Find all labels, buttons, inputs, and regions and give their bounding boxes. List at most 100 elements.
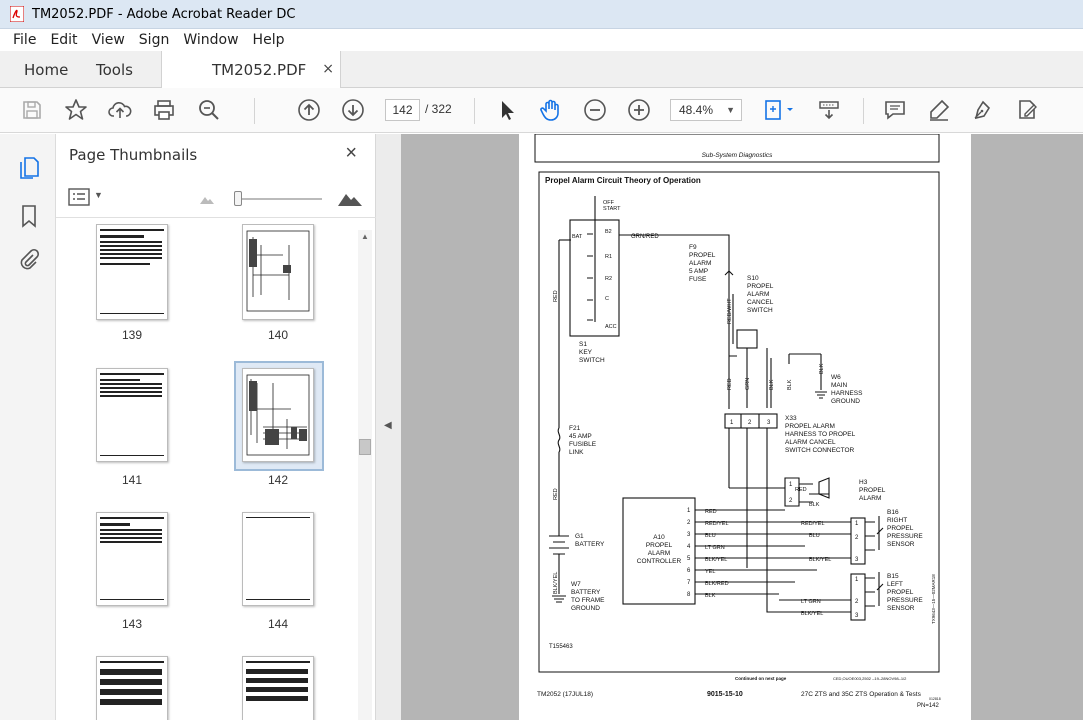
print-icon[interactable] (152, 98, 176, 122)
footer-tiny: 012818 (929, 697, 941, 701)
menu-sign[interactable]: Sign (138, 32, 170, 48)
h3-line: ALARM (859, 495, 881, 502)
a10-line: ALARM (648, 550, 670, 557)
scroll-mode-icon[interactable] (817, 98, 841, 122)
menu-help[interactable]: Help (252, 32, 285, 48)
f21-line: 45 AMP (569, 433, 592, 440)
edit-pdf-icon[interactable] (1015, 98, 1039, 122)
w7-id: W7 (571, 581, 581, 588)
controller-wire-label: RED (705, 509, 717, 515)
zoom-value: 48.4% (679, 103, 714, 117)
b15-pin: 1 (855, 577, 859, 583)
thumbnail-page[interactable] (242, 224, 314, 320)
tab-tools[interactable]: Tools (96, 60, 133, 79)
menu-edit[interactable]: Edit (50, 32, 78, 48)
thumbnail-page[interactable] (242, 656, 314, 720)
s10-line: CANCEL (747, 299, 774, 306)
thumbnail-label: 139 (121, 328, 143, 342)
close-panel-icon[interactable]: × (345, 142, 357, 164)
menu-view[interactable]: View (91, 32, 125, 48)
search-zoom-icon[interactable] (197, 98, 221, 122)
h3-pin: 1 (789, 482, 793, 488)
thumbnail-list: 139 140 141 142 143 144 (56, 224, 360, 720)
sensor-wire-label: BLK/YEL (809, 557, 831, 563)
a10-pin: 3 (687, 532, 691, 538)
page-thumbnails-icon[interactable] (18, 156, 40, 180)
zoom-select[interactable]: 48.4% ▼ (670, 99, 742, 121)
next-page-icon[interactable] (341, 98, 365, 122)
thumbnail-page[interactable] (242, 512, 314, 606)
comment-icon[interactable] (883, 98, 907, 122)
footer-left: TM2052 (17JUL18) (537, 691, 593, 698)
title-bar: TM2052.PDF - Adobe Acrobat Reader DC (0, 0, 1083, 29)
panel-collapse-bar[interactable]: ◀ (376, 134, 401, 720)
thumbnail-page-selected[interactable] (242, 368, 314, 462)
x33-pin: 1 (730, 420, 734, 426)
b16-line: SENSOR (887, 541, 915, 548)
previous-page-icon[interactable] (297, 98, 321, 122)
large-thumbnails-icon[interactable] (338, 190, 362, 206)
thumbnail-label: 142 (267, 473, 289, 487)
page-fit-icon[interactable] (762, 98, 798, 122)
attachments-icon[interactable] (18, 248, 40, 272)
f9-line: PROPEL (689, 252, 716, 259)
zoom-out-icon[interactable] (583, 98, 607, 122)
key-bat-label: BAT (572, 234, 583, 240)
sign-pen-icon[interactable] (971, 98, 995, 122)
thumbnail-size-slider[interactable] (234, 198, 322, 200)
thumbnail-label: 144 (267, 617, 289, 631)
scroll-up-icon[interactable]: ▲ (361, 232, 369, 241)
tab-home[interactable]: Home (24, 60, 69, 79)
x33-line: SWITCH CONNECTOR (785, 447, 855, 454)
thumbnail-page[interactable] (96, 224, 168, 320)
a10-pin: 6 (687, 568, 691, 574)
menu-file[interactable]: File (13, 32, 37, 48)
select-cursor-icon[interactable] (495, 98, 519, 122)
w7-line: GROUND (571, 605, 600, 612)
b15-id: B15 (887, 573, 899, 580)
w6-id: W6 (831, 374, 841, 381)
toolbar-separator (863, 98, 864, 124)
window-title: TM2052.PDF - Adobe Acrobat Reader DC (32, 6, 296, 22)
wire-label-red: RED (727, 378, 733, 390)
thumbnail-page[interactable] (96, 656, 168, 720)
g1-line: BATTERY (575, 541, 605, 548)
hand-tool-icon[interactable] (539, 98, 563, 122)
thumbnail-label: 141 (121, 473, 143, 487)
slider-handle[interactable] (234, 191, 242, 206)
thumbnail-page[interactable] (96, 368, 168, 462)
wire-label-blk: BLK (787, 379, 793, 390)
footer-right: 27C ZTS and 35C ZTS Operation & Tests (801, 691, 922, 698)
bookmarks-icon[interactable] (18, 204, 40, 228)
zoom-in-icon[interactable] (627, 98, 651, 122)
alarm-wire-label: BLK (809, 502, 820, 508)
page-number-input[interactable]: 142 (385, 99, 420, 121)
tab-document-label: TM2052.PDF (212, 61, 307, 79)
options-menu-icon[interactable] (68, 188, 90, 206)
s1-line: KEY (579, 349, 593, 356)
toolbar (0, 88, 1083, 133)
tab-document[interactable]: TM2052.PDF × (161, 51, 341, 89)
menu-window[interactable]: Window (183, 32, 239, 48)
scrollbar-thumb[interactable] (359, 439, 371, 455)
bookmark-star-icon[interactable] (64, 98, 88, 122)
small-thumbnails-icon[interactable] (200, 194, 214, 204)
save-icon[interactable] (20, 98, 44, 122)
document-viewer[interactable]: Sub-System Diagnostics Propel Alarm Circ… (401, 134, 1083, 720)
a10-id: A10 (653, 534, 665, 541)
cloud-upload-icon[interactable] (108, 98, 132, 122)
toolbar-separator (474, 98, 475, 124)
page-header: Sub-System Diagnostics (702, 152, 774, 159)
thumbnails-scrollbar[interactable]: ▲ (358, 230, 372, 720)
close-tab-icon[interactable]: × (322, 61, 334, 77)
b16-line: PRESSURE (887, 533, 923, 540)
options-chevron-icon[interactable]: ▼ (94, 190, 103, 200)
collapse-left-icon[interactable]: ◀ (384, 420, 392, 431)
highlight-pen-icon[interactable] (927, 98, 951, 122)
panel-title: Page Thumbnails (69, 146, 198, 164)
continued-note: Continued on next page (735, 676, 787, 681)
x33-pin: 3 (767, 420, 771, 426)
f9-id: F9 (689, 244, 697, 251)
thumbnail-page[interactable] (96, 512, 168, 606)
a10-pin: 2 (687, 520, 691, 526)
